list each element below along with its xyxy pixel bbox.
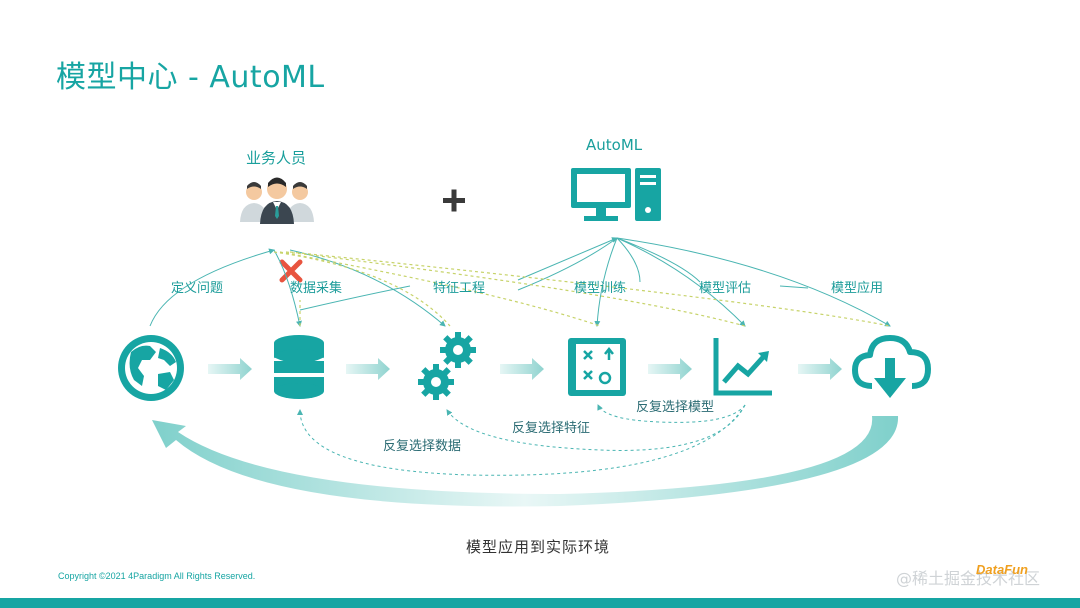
- dotted-connectors: [273, 251, 891, 327]
- feedback-loops: [297, 404, 746, 476]
- step-label-collect: 数据采集: [290, 281, 343, 296]
- feedback-label-data: 反复选择数据: [383, 439, 462, 454]
- page-title: 模型中心 - AutoML: [56, 60, 325, 95]
- feedback-label-model: 反复选择模型: [636, 400, 715, 415]
- globe-icon: [118, 335, 184, 401]
- red-x-icon: [279, 259, 303, 283]
- strategy-board-icon: [568, 338, 626, 396]
- connector-curves: [149, 237, 891, 327]
- line-chart-icon: [713, 338, 772, 396]
- step-label-evaluate: 模型评估: [699, 281, 752, 296]
- feedback-label-feature: 反复选择特征: [512, 421, 591, 436]
- cloud-download-icon: [852, 335, 931, 398]
- datafun-logo: DataFun: [976, 562, 1028, 577]
- bottom-loop-arrow: [152, 416, 899, 507]
- business-people-icon: [240, 177, 314, 224]
- step-label-apply: 模型应用: [831, 281, 884, 296]
- flow-arrows: [208, 358, 842, 380]
- gears-icon: [418, 332, 476, 400]
- watermark-text: @稀土掘金技术社区: [896, 569, 1041, 588]
- database-icon: [273, 335, 325, 399]
- automl-label: AutoML: [586, 136, 643, 154]
- computer-icon: [571, 168, 661, 221]
- business-people-label: 业务人员: [246, 149, 307, 167]
- plus-icon: [443, 189, 465, 212]
- step-label-define: 定义问题: [171, 281, 224, 296]
- bottom-caption: 模型应用到实际环境: [466, 538, 611, 556]
- copyright-text: Copyright ©2021 4Paradigm All Rights Res…: [58, 571, 256, 581]
- bottom-accent-bar: [0, 598, 1080, 608]
- step-label-train: 模型训练: [574, 281, 627, 296]
- step-label-feature: 特征工程: [433, 281, 486, 296]
